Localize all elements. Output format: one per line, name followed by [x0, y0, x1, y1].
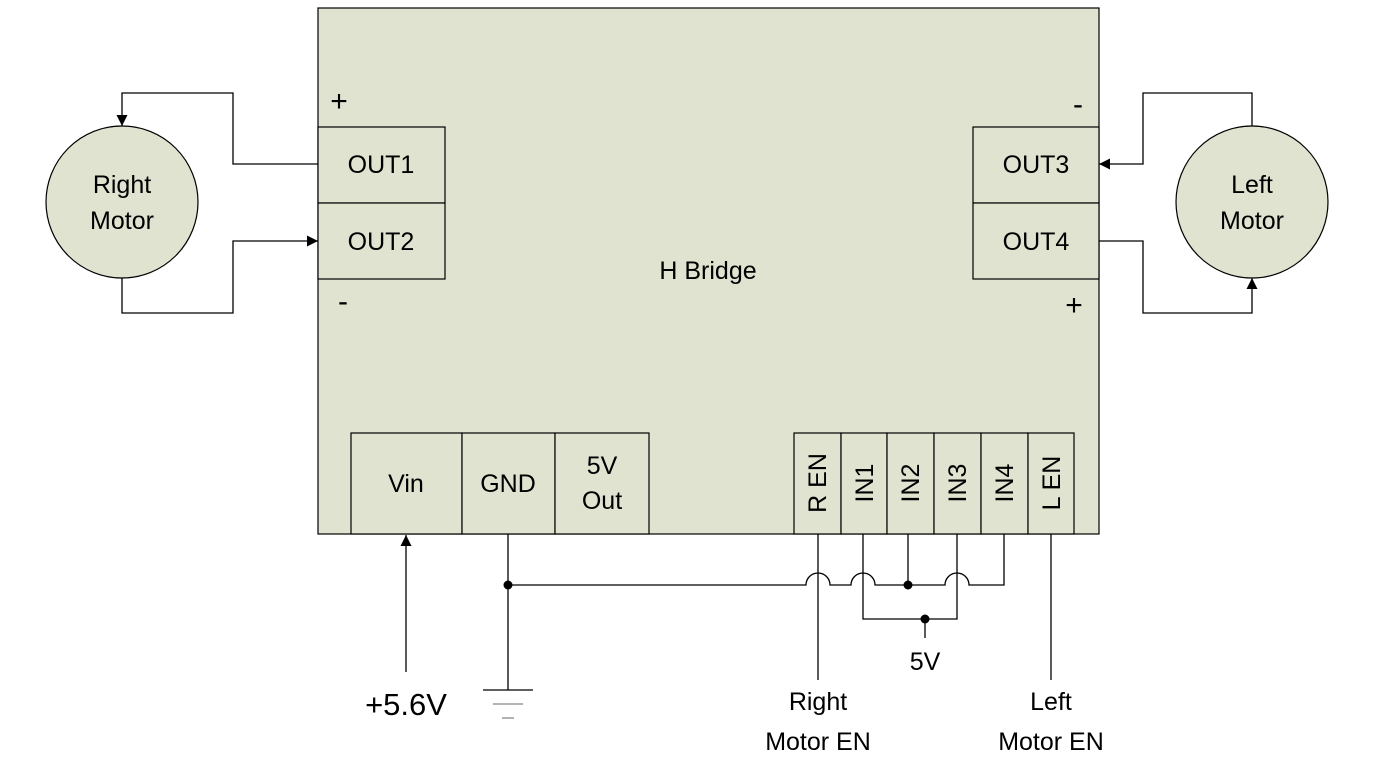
in2-pin — [886, 432, 935, 535]
junction-dot-icon — [503, 580, 513, 590]
left-motor-label-line1: Left — [1231, 171, 1273, 199]
out2-label: OUT2 — [348, 228, 415, 256]
out1-plus-sign: + — [330, 85, 348, 118]
in1-pin — [840, 432, 888, 535]
out3-minus-sign: - — [1073, 88, 1083, 121]
h-bridge-title: H Bridge — [659, 257, 756, 285]
left-motor-label-line2: Motor — [1220, 207, 1284, 235]
in3-pin-label: IN3 — [944, 464, 972, 503]
left-motor-en-label-line2: Motor EN — [998, 728, 1104, 756]
wire-gnd-bus — [508, 534, 1005, 586]
right-motor — [45, 125, 199, 279]
left-motor — [1175, 125, 1329, 279]
ground-icon — [483, 689, 533, 719]
wire-out4-to-left-motor — [1099, 240, 1258, 314]
l-en-pin-label: L EN — [1038, 456, 1066, 511]
out4-plus-sign: + — [1065, 289, 1083, 322]
five-v-out-label-line2: Out — [582, 487, 622, 515]
right-motor-en-label-line1: Right — [789, 688, 847, 716]
out1-terminal — [317, 126, 446, 204]
in4-pin — [980, 432, 1029, 535]
wire-out1-to-right-motor — [116, 92, 318, 165]
in1-pin-label: IN1 — [851, 464, 879, 503]
vin-pin-label: Vin — [388, 470, 424, 498]
supply-voltage-label: +5.6V — [365, 687, 447, 722]
left-motor-en-label-line1: Left — [1030, 688, 1072, 716]
out2-terminal — [317, 202, 446, 280]
r-en-pin-label: R EN — [804, 453, 832, 513]
five-v-out-pin — [554, 432, 650, 535]
wire-five-v-bus — [862, 534, 958, 620]
five-v-out-label-line1: 5V — [587, 452, 618, 480]
junction-dot-icon — [920, 614, 930, 624]
in3-pin — [933, 432, 982, 535]
out3-label: OUT3 — [1003, 151, 1070, 179]
out4-label: OUT4 — [1003, 228, 1070, 256]
right-motor-label-line1: Right — [93, 171, 151, 199]
gnd-pin-label: GND — [480, 470, 536, 498]
in2-pin-label: IN2 — [897, 464, 925, 503]
right-motor-label-line2: Motor — [90, 207, 154, 235]
in4-pin-label: IN4 — [991, 463, 1019, 502]
five-v-label: 5V — [910, 648, 941, 676]
junction-dot-icon — [903, 580, 913, 590]
wire-left-motor-to-out3 — [1099, 92, 1253, 170]
wire-right-motor-to-out2 — [121, 235, 318, 314]
out1-label: OUT1 — [348, 151, 415, 179]
right-motor-en-label-line2: Motor EN — [765, 728, 871, 756]
vin-pin — [350, 432, 463, 535]
out4-terminal — [972, 202, 1100, 280]
out2-minus-sign: - — [338, 285, 348, 318]
out3-terminal — [972, 126, 1100, 204]
